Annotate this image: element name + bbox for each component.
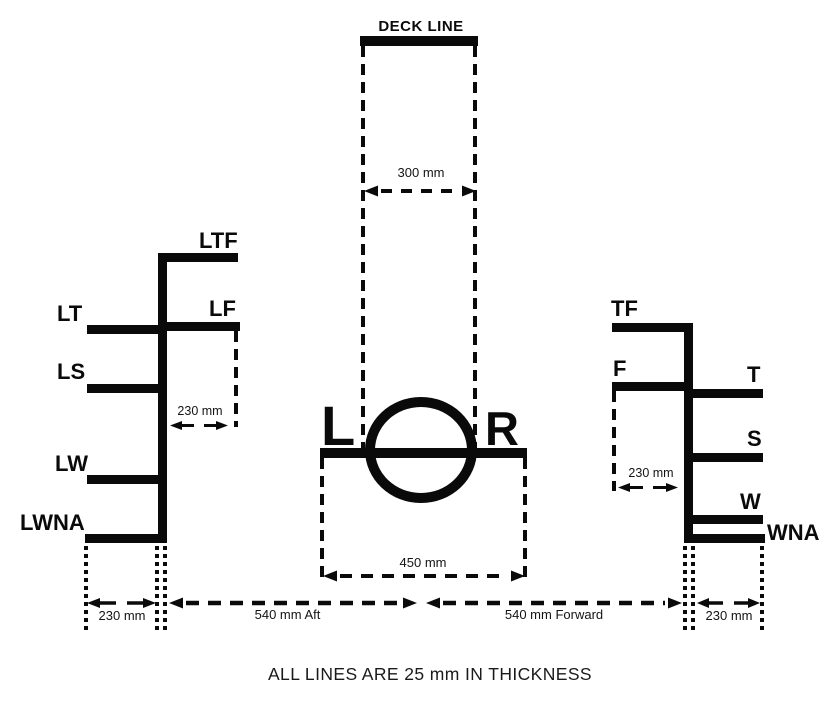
waterline-projection-dashed-left <box>320 458 324 580</box>
deck-projection-dashed-left <box>361 46 365 448</box>
bottom-left-offset-arrow-icon <box>87 598 156 608</box>
timber-bar-projection-dotted-b <box>163 546 167 632</box>
lf-label: LF <box>209 296 236 321</box>
standard-comb-vertical-bar <box>684 323 693 543</box>
timber-offset-dim-label: 230 mm <box>177 404 223 418</box>
lw-label: LW <box>55 451 88 476</box>
ltf-label: LTF <box>199 228 238 253</box>
lwna-end-projection-dotted <box>84 546 88 632</box>
f-label: F <box>613 356 627 381</box>
w-label: W <box>740 489 761 514</box>
tf-label: TF <box>611 296 638 321</box>
lf-projection-dashed <box>234 331 238 427</box>
wna-mark-line <box>693 534 765 543</box>
tf-mark-line <box>612 323 693 332</box>
aft-dim-arrow-icon <box>169 597 417 609</box>
letter-l: L <box>321 394 356 457</box>
timber-comb-vertical-bar <box>158 253 167 543</box>
standard-offset-dim-arrow-icon <box>618 483 678 492</box>
standard-offset-dim-label: 230 mm <box>628 466 674 480</box>
forward-dim-arrow-icon <box>426 597 682 609</box>
lwna-mark-line <box>85 534 158 543</box>
t-mark-line <box>693 389 763 398</box>
wna-label: WNA <box>767 520 820 545</box>
lw-mark-line <box>87 475 158 484</box>
lt-label: LT <box>57 301 83 326</box>
lt-mark-line <box>87 325 167 334</box>
deck-width-dim-arrow-icon <box>364 185 476 197</box>
letter-r: R <box>485 402 519 455</box>
bottom-right-offset-label: 230 mm <box>705 608 753 623</box>
waterline-projection-dashed-right <box>523 458 527 580</box>
deck-line-label: DECK LINE <box>378 18 464 35</box>
waterline-dim-arrow-icon <box>323 570 525 582</box>
w-mark-line <box>693 515 763 524</box>
bottom-right-offset-arrow-icon <box>697 598 760 608</box>
thickness-note: ALL LINES ARE 25 mm IN THICKNESS <box>267 664 592 684</box>
ltf-mark-line <box>158 253 238 262</box>
forward-dim-label: 540 mm Forward <box>504 607 604 622</box>
deck-projection-dashed-right <box>473 46 477 448</box>
aft-dim-label: 540 mm Aft <box>254 607 321 622</box>
deck-width-dim-label: 300 mm <box>397 165 445 180</box>
ls-mark-line <box>87 384 158 393</box>
s-label: S <box>747 426 762 451</box>
lwna-label: LWNA <box>20 510 85 535</box>
f-mark-line <box>612 382 693 391</box>
t-label: T <box>747 362 761 387</box>
deck-line-bar <box>360 36 478 46</box>
waterline-dim-label: 450 mm <box>399 555 447 570</box>
s-mark-line <box>693 453 763 462</box>
lf-mark-line <box>158 322 240 331</box>
timber-offset-dim-arrow-icon <box>170 421 228 430</box>
wna-end-projection-dotted <box>760 546 764 632</box>
ls-label: LS <box>57 359 86 384</box>
standard-bar-projection-dotted-a <box>683 546 687 632</box>
timber-bar-projection-dotted-a <box>155 546 159 632</box>
bottom-left-offset-label: 230 mm <box>98 608 146 623</box>
standard-bar-projection-dotted-b <box>691 546 695 632</box>
f-projection-dashed <box>612 391 616 491</box>
waterline-through-ring <box>320 448 527 458</box>
